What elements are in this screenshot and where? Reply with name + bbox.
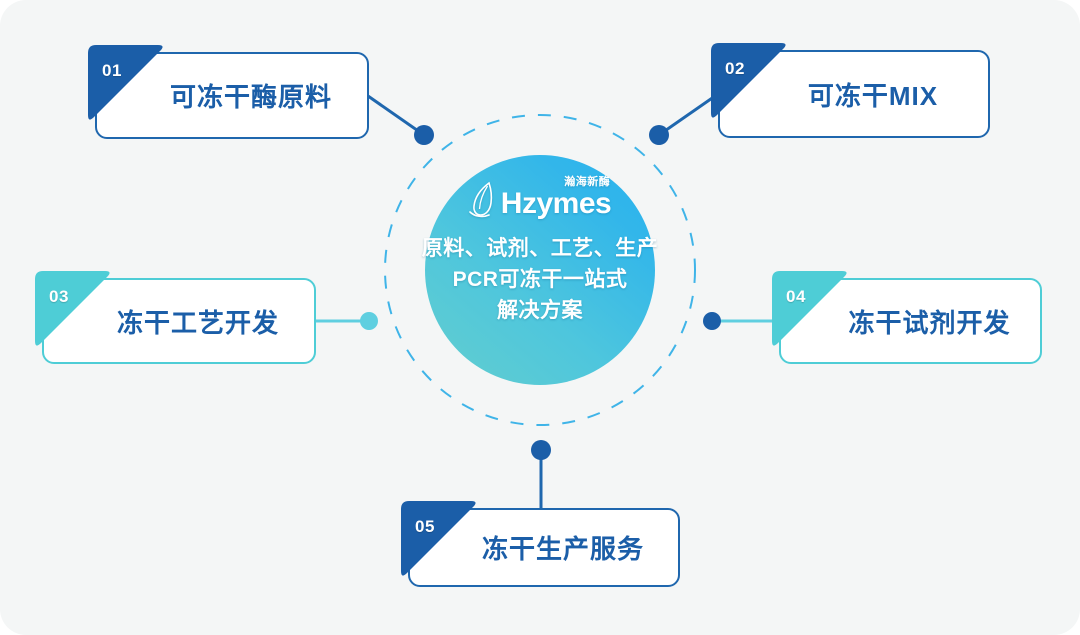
node-02-number: 02 [725, 59, 745, 78]
node-card-02[interactable]: 02 可冻干MIX [711, 43, 990, 138]
logo-chinese-name: 瀚海新酶 [564, 176, 611, 188]
hub-tagline-line-1: 原料、试剂、工艺、生产 [421, 237, 659, 260]
node-04-corner-badge: 04 [772, 271, 850, 349]
connector-dot-03 [360, 312, 378, 330]
node-04-number: 04 [786, 287, 806, 306]
node-02-corner-badge: 02 [711, 43, 789, 121]
hzymes-logo: 瀚海新酶 Hzymes [468, 176, 612, 220]
connector-dot-05 [531, 440, 551, 460]
node-03-label: 冻干工艺开发 [116, 307, 279, 338]
hub-tagline: 原料、试剂、工艺、生产 PCR可冻干一站式 解决方案 [422, 233, 659, 326]
node-01-label: 可冻干酶原料 [169, 82, 332, 112]
node-05-label: 冻干生产服务 [481, 534, 644, 564]
connector-dot-04 [703, 312, 721, 330]
node-02-label: 可冻干MIX [807, 80, 939, 111]
node-04-label: 冻干试剂开发 [848, 307, 1011, 338]
node-card-01[interactable]: 01 可冻干酶原料 [88, 45, 369, 139]
corner-triangle-icon [711, 43, 786, 118]
hub-tagline-line-3: 解决方案 [497, 299, 583, 323]
connector-line-02 [658, 92, 719, 137]
node-card-05[interactable]: 05 冻干生产服务 [401, 501, 680, 587]
corner-triangle-icon [772, 271, 847, 346]
corner-triangle-icon [35, 271, 110, 346]
logo-english-name: Hzymes [500, 187, 612, 220]
hub-tagline-line-2: PCR可冻干一站式 [452, 268, 628, 292]
node-01-number: 01 [102, 61, 122, 80]
node-03-corner-badge: 03 [35, 271, 113, 349]
dashed-orbit-circle [384, 114, 696, 426]
center-hub: 瀚海新酶 Hzymes 原料、试剂、工艺、生产 PCR可冻干一站式 解决方案 [422, 155, 658, 385]
node-03-number: 03 [49, 287, 69, 306]
node-01-corner-badge: 01 [88, 45, 166, 123]
node-05-corner-badge: 05 [401, 501, 479, 579]
leaf-feather-icon [468, 181, 492, 218]
corner-triangle-icon [88, 45, 163, 120]
node-05-number: 05 [415, 517, 435, 536]
corner-triangle-icon [401, 501, 476, 576]
connector-line-01 [367, 94, 425, 137]
connector-dot-01 [414, 125, 434, 145]
connector-dot-02 [649, 125, 669, 145]
node-card-03[interactable]: 03 冻干工艺开发 [35, 271, 316, 364]
node-card-04[interactable]: 04 冻干试剂开发 [772, 271, 1042, 364]
